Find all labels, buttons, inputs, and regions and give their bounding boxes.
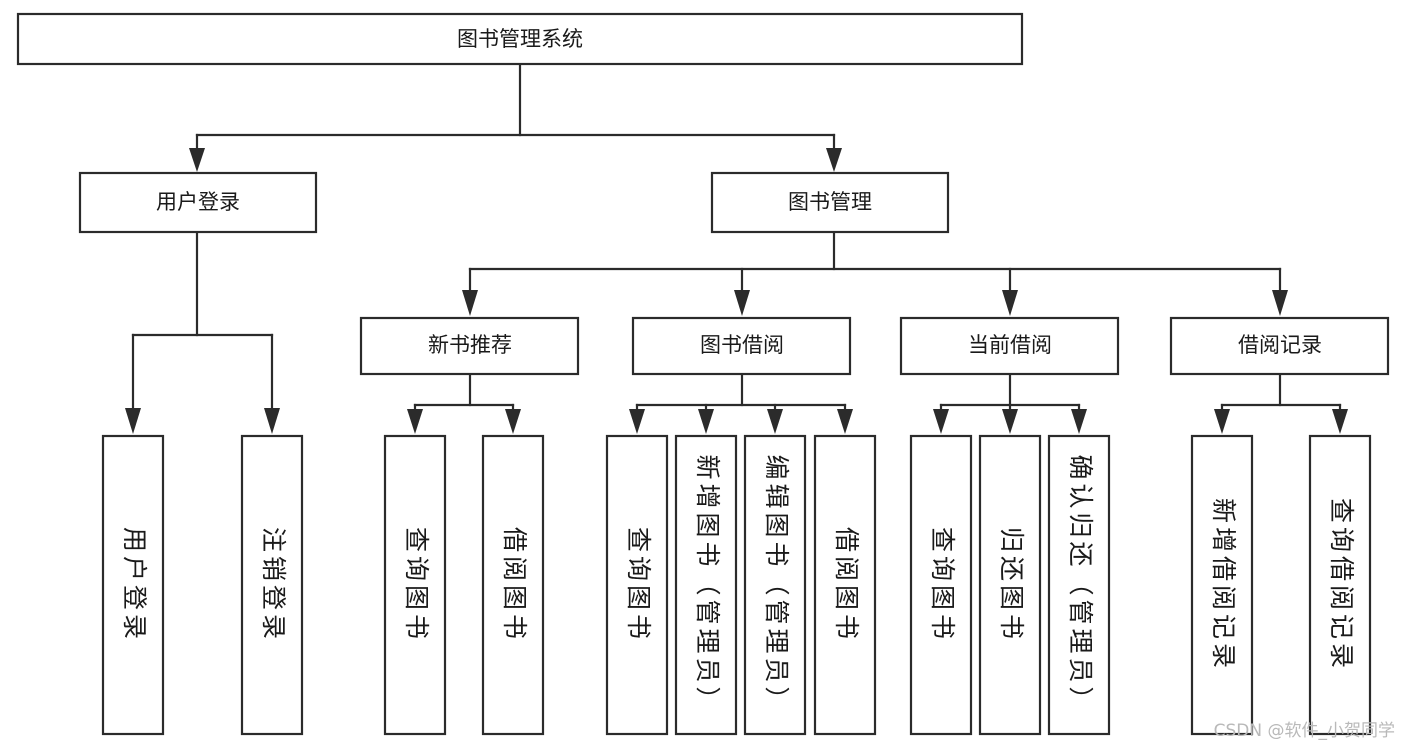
node-login-label: 用户登录 [156, 190, 240, 214]
node-current-label: 当前借阅 [968, 333, 1052, 357]
leaf-borrow-4[interactable]: 借阅图书 [813, 434, 877, 736]
node-root-label: 图书管理系统 [457, 27, 583, 51]
leaf-recommend-1-box[interactable] [383, 434, 447, 736]
leaf-current-2-label: 归还图书 [997, 527, 1026, 643]
leaf-borrow-1-box[interactable] [605, 434, 669, 736]
leaf-current-1[interactable]: 查询图书 [909, 434, 973, 736]
leaf-login-2[interactable]: 注销登录 [240, 434, 304, 736]
arrowhead-bor-leaf-3 [767, 409, 783, 434]
leaf-recommend-1[interactable]: 查询图书 [383, 434, 447, 736]
arrowhead-login-leaf-1 [125, 408, 141, 434]
node-records[interactable]: 借阅记录 [1169, 316, 1390, 376]
leaf-borrow-3[interactable]: 编辑图书（管理员） [743, 434, 807, 736]
node-recommend[interactable]: 新书推荐 [359, 316, 580, 376]
node-borrow-box[interactable] [631, 316, 852, 376]
node-recommend-label: 新书推荐 [428, 333, 512, 357]
arrowhead-login [189, 148, 205, 172]
leaf-borrow-3-label: 编辑图书（管理员） [762, 454, 791, 715]
arrowhead-rcd-leaf-1 [1214, 409, 1230, 434]
node-recommend-box[interactable] [359, 316, 580, 376]
leaf-current-3-box[interactable] [1047, 434, 1111, 736]
leaf-borrow-1[interactable]: 查询图书 [605, 434, 669, 736]
arrowhead-bor-leaf-2 [698, 409, 714, 434]
node-current[interactable]: 当前借阅 [899, 316, 1120, 376]
arrowhead-rec-leaf-2 [505, 409, 521, 434]
node-borrow-label: 图书借阅 [700, 333, 784, 357]
leaf-borrow-4-box[interactable] [813, 434, 877, 736]
arrowhead-bookmgmt [826, 148, 842, 172]
leaf-recommend-1-label: 查询图书 [402, 527, 431, 643]
node-root-box[interactable] [16, 12, 1024, 66]
leaf-records-1-box[interactable] [1190, 434, 1254, 736]
leaf-recommend-2[interactable]: 借阅图书 [481, 434, 545, 736]
node-root[interactable]: 图书管理系统 [16, 12, 1024, 66]
node-login[interactable]: 用户登录 [78, 171, 318, 234]
arrowhead-bor-leaf-4 [837, 409, 853, 434]
node-bookmgmt-box[interactable] [710, 171, 950, 234]
arrowhead-login-leaf-2 [264, 408, 280, 434]
arrowhead-cur-leaf-2 [1002, 409, 1018, 434]
leaf-login-1-label: 用户登录 [120, 527, 149, 643]
node-current-box[interactable] [899, 316, 1120, 376]
leaf-current-3[interactable]: 确认归还（管理员） [1047, 434, 1111, 736]
arrowhead-recommend [462, 290, 478, 316]
arrowhead-borrow [734, 290, 750, 316]
leaf-records-2[interactable]: 查询借阅记录 [1308, 434, 1372, 736]
leaf-records-1-label: 新增借阅记录 [1209, 498, 1238, 672]
leaf-login-2-box[interactable] [240, 434, 304, 736]
node-login-box[interactable] [78, 171, 318, 234]
leaf-current-2-box[interactable] [978, 434, 1042, 736]
arrowhead-bor-leaf-1 [629, 409, 645, 434]
node-bookmgmt-label: 图书管理 [788, 190, 872, 214]
node-borrow[interactable]: 图书借阅 [631, 316, 852, 376]
arrowhead-current [1002, 290, 1018, 316]
leaf-borrow-2-box[interactable] [674, 434, 738, 736]
leaf-borrow-4-label: 借阅图书 [832, 527, 861, 643]
node-records-label: 借阅记录 [1238, 333, 1322, 357]
leaf-login-1[interactable]: 用户登录 [101, 434, 165, 736]
arrowhead-cur-leaf-3 [1071, 409, 1087, 434]
leaf-recommend-2-box[interactable] [481, 434, 545, 736]
leaf-borrow-1-label: 查询图书 [624, 527, 653, 643]
arrowhead-rcd-leaf-2 [1332, 409, 1348, 434]
leaf-recommend-2-label: 借阅图书 [500, 527, 529, 643]
leaf-current-2[interactable]: 归还图书 [978, 434, 1042, 736]
leaf-records-2-label: 查询借阅记录 [1327, 498, 1356, 672]
leaf-login-1-box[interactable] [101, 434, 165, 736]
node-records-box[interactable] [1169, 316, 1390, 376]
leaf-borrow-2-label: 新增图书（管理员） [693, 454, 722, 715]
arrowhead-records [1272, 290, 1288, 316]
arrowhead-rec-leaf-1 [407, 409, 423, 434]
arrowhead-cur-leaf-1 [933, 409, 949, 434]
node-bookmgmt[interactable]: 图书管理 [710, 171, 950, 234]
leaf-borrow-3-box[interactable] [743, 434, 807, 736]
leaf-login-2-label: 注销登录 [259, 527, 288, 643]
leaf-current-3-label: 确认归还（管理员） [1066, 454, 1095, 715]
edge-layer [125, 62, 1348, 434]
leaf-current-1-label: 查询图书 [928, 527, 957, 643]
leaf-borrow-2[interactable]: 新增图书（管理员） [674, 434, 738, 736]
leaf-current-1-box[interactable] [909, 434, 973, 736]
leaf-records-2-box[interactable] [1308, 434, 1372, 736]
leaf-records-1[interactable]: 新增借阅记录 [1190, 434, 1254, 736]
